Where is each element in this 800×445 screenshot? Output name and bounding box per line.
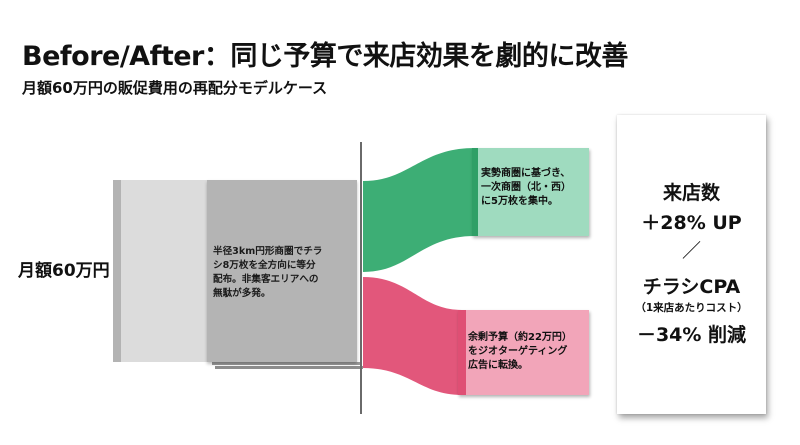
cpa-note: （1来店あたりコスト） [635, 302, 748, 314]
page-subtitle: 月額60万円の販促費用の再配分モデルケース [22, 79, 328, 97]
before-stack-layer [215, 366, 363, 369]
after-green-box [472, 148, 589, 236]
before-card [207, 180, 357, 362]
result-separator: ／ [681, 240, 701, 262]
budget-label: 月額60万円 [18, 261, 110, 281]
after-pink-text: 余剰予算（約22万円） をジオターゲティング 広告に転換。 [468, 331, 572, 373]
before-after-divider [360, 142, 362, 414]
before-description-line: シ8万枚を全方向に等分 [213, 260, 316, 271]
after-green-line: 一次商圏（北・西） [481, 182, 571, 193]
before-description-line: 半径3km円形商圏でチラ [213, 246, 323, 257]
before-description: 半径3km円形商圏でチラ シ8万枚を全方向に等分 配布。非集客エリアへの 無駄が… [213, 245, 353, 301]
before-description-line: 配布。非集客エリアへの [213, 274, 319, 285]
result-card [617, 115, 766, 414]
before-stack-layer [212, 362, 362, 365]
after-green-text: 実勢商圏に基づき、 一次商圏（北・西） に5万枚を集中。 [481, 167, 571, 209]
visits-value: ＋28% UP [641, 212, 742, 234]
after-green-line: に5万枚を集中。 [481, 196, 558, 207]
before-source-bar-edge [113, 180, 121, 362]
visits-label: 来店数 [662, 182, 720, 204]
after-green-box-edge [472, 148, 478, 236]
after-pink-line: 余剰予算（約22万円） [468, 332, 572, 343]
pink-flow [363, 277, 462, 395]
after-pink-line: 広告に転換。 [468, 360, 528, 371]
after-pink-line: をジオターゲティング [468, 346, 568, 357]
page-title: Before/After：同じ予算で来店効果を劇的に改善 [22, 41, 628, 72]
before-source-bar [113, 180, 209, 362]
cpa-label: チラシCPA [642, 276, 741, 298]
before-description-line: 無駄が多発。 [213, 288, 271, 299]
after-green-line: 実勢商圏に基づき、 [481, 168, 571, 179]
green-flow [363, 148, 475, 272]
after-pink-box-edge [458, 310, 466, 395]
after-pink-box [458, 310, 589, 395]
cpa-value: －34% 削減 [636, 324, 747, 346]
